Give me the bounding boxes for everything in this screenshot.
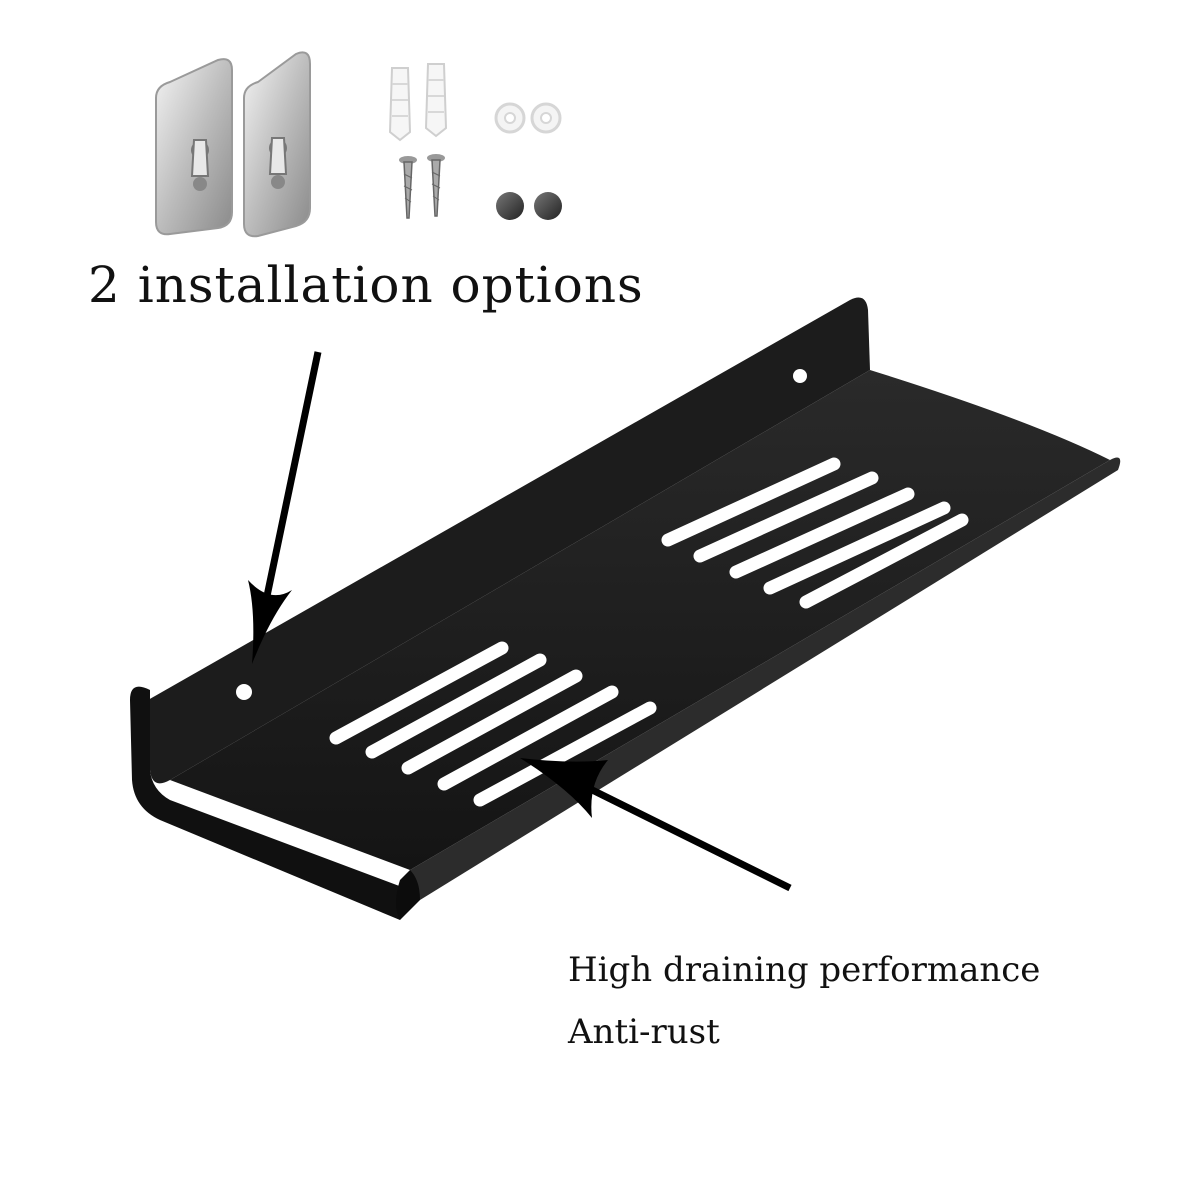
arrow-to-mounting-hole <box>248 351 322 664</box>
washer-icon <box>494 102 526 134</box>
draining-caption: High draining performance <box>568 950 1041 990</box>
screw-icon <box>427 154 445 217</box>
washer-icon <box>530 102 562 134</box>
adhesive-hook-icon <box>243 51 311 238</box>
screw-cap-icon <box>534 192 562 220</box>
mounting-hole <box>793 369 807 383</box>
drain-slots <box>329 457 969 807</box>
screw-icon <box>399 156 417 219</box>
adhesive-hook-icon <box>155 58 233 236</box>
anti-rust-caption: Anti-rust <box>568 1012 720 1052</box>
wall-anchor-icon <box>424 63 448 138</box>
arrow-to-drain-slots <box>520 758 792 892</box>
wall-anchor-icon <box>388 67 412 142</box>
screw-cap-icon <box>496 192 524 220</box>
installation-caption: 2 installation options <box>88 256 644 314</box>
mounting-hole <box>236 684 252 700</box>
